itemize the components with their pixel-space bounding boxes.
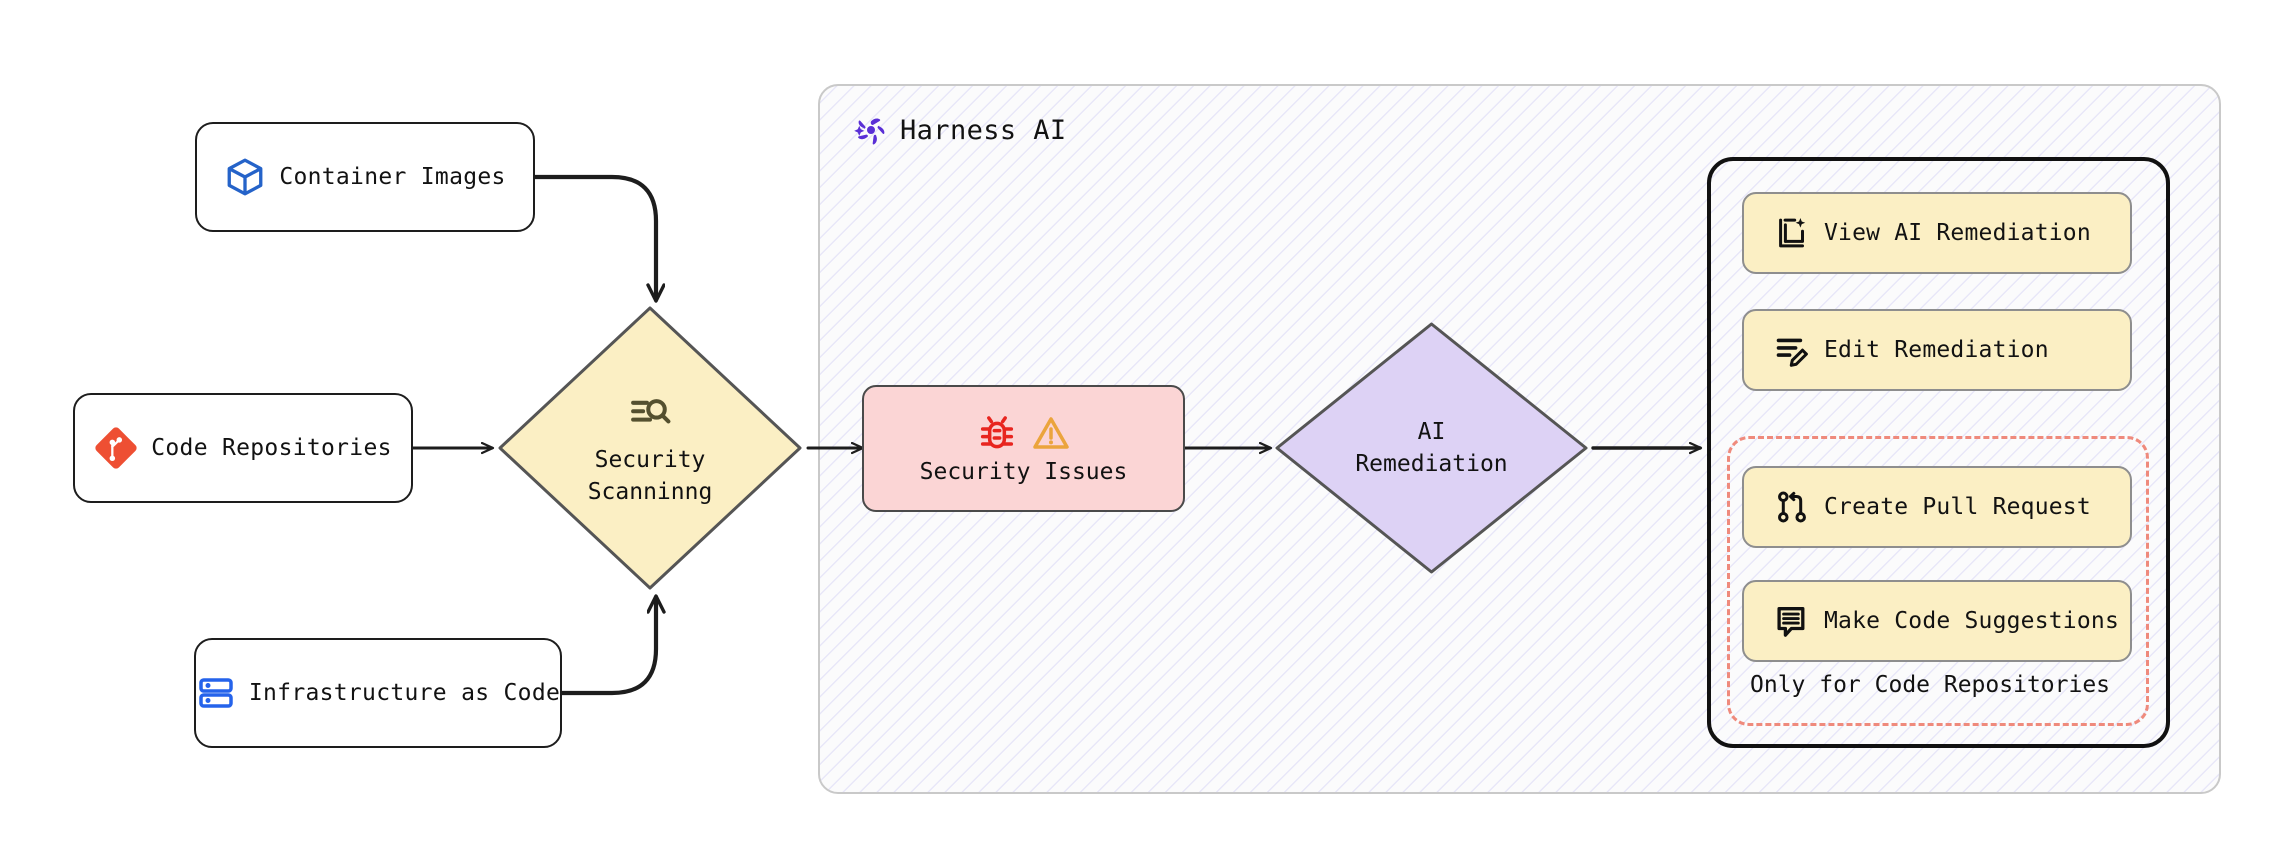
code-repositories-label: Code Repositories — [151, 435, 392, 461]
git-icon — [95, 427, 137, 469]
action-view-ai-remediation[interactable]: View AI Remediation — [1742, 192, 2132, 274]
action-edit-remediation[interactable]: Edit Remediation — [1742, 309, 2132, 391]
ai-remediation-shape — [1275, 322, 1588, 574]
node-code-repositories[interactable]: Code Repositories — [73, 393, 413, 503]
node-container-images[interactable]: Container Images — [195, 122, 535, 232]
action-label-edit-remediation: Edit Remediation — [1824, 337, 2049, 363]
lines-pencil-icon — [1776, 338, 1808, 367]
security-scanning-shape — [498, 306, 802, 590]
comment-lines-icon — [1777, 607, 1805, 637]
edge-infrastructure-to-scanning — [559, 597, 656, 696]
code-repositories-only-group — [1727, 436, 2149, 726]
bug-icon — [980, 415, 1013, 448]
action-make-code-suggestions[interactable]: Make Code Suggestions — [1742, 580, 2132, 662]
subgraph-title-label: Harness AI — [900, 114, 1067, 146]
node-ai-remediation[interactable]: AI Remediation — [1270, 317, 1593, 579]
node-security-issues[interactable]: Security Issues — [862, 385, 1185, 512]
action-create-pull-request[interactable]: Create Pull Request — [1742, 466, 2132, 548]
actions-panel: View AI Remediation Edit Remediation — [1707, 157, 2170, 748]
subgraph-title: Harness AI — [853, 112, 1067, 148]
security-issues-icons — [977, 413, 1071, 453]
container-images-label: Container Images — [279, 164, 506, 190]
node-infrastructure-as-code[interactable]: Infrastructure as Code — [194, 638, 562, 748]
warning-triangle-icon — [1032, 416, 1069, 449]
infrastructure-as-code-label: Infrastructure as Code — [248, 680, 561, 706]
pull-request-icon — [1778, 491, 1806, 523]
cube-icon — [227, 158, 263, 196]
harness-pinwheel-icon — [854, 118, 885, 145]
action-label-view-ai-remediation: View AI Remediation — [1824, 220, 2091, 246]
server-icon — [199, 678, 233, 708]
security-issues-label: Security Issues — [919, 458, 1128, 485]
node-security-scanning[interactable]: Security Scanninng — [492, 300, 808, 596]
action-label-make-code-suggestions: Make Code Suggestions — [1824, 608, 2119, 634]
doc-sparkle-icon — [1779, 218, 1806, 248]
edge-container-images-to-scanning — [531, 174, 656, 300]
action-label-create-pull-request: Create Pull Request — [1824, 494, 2091, 520]
dashed-group-caption: Only for Code Repositories — [1750, 672, 2111, 698]
